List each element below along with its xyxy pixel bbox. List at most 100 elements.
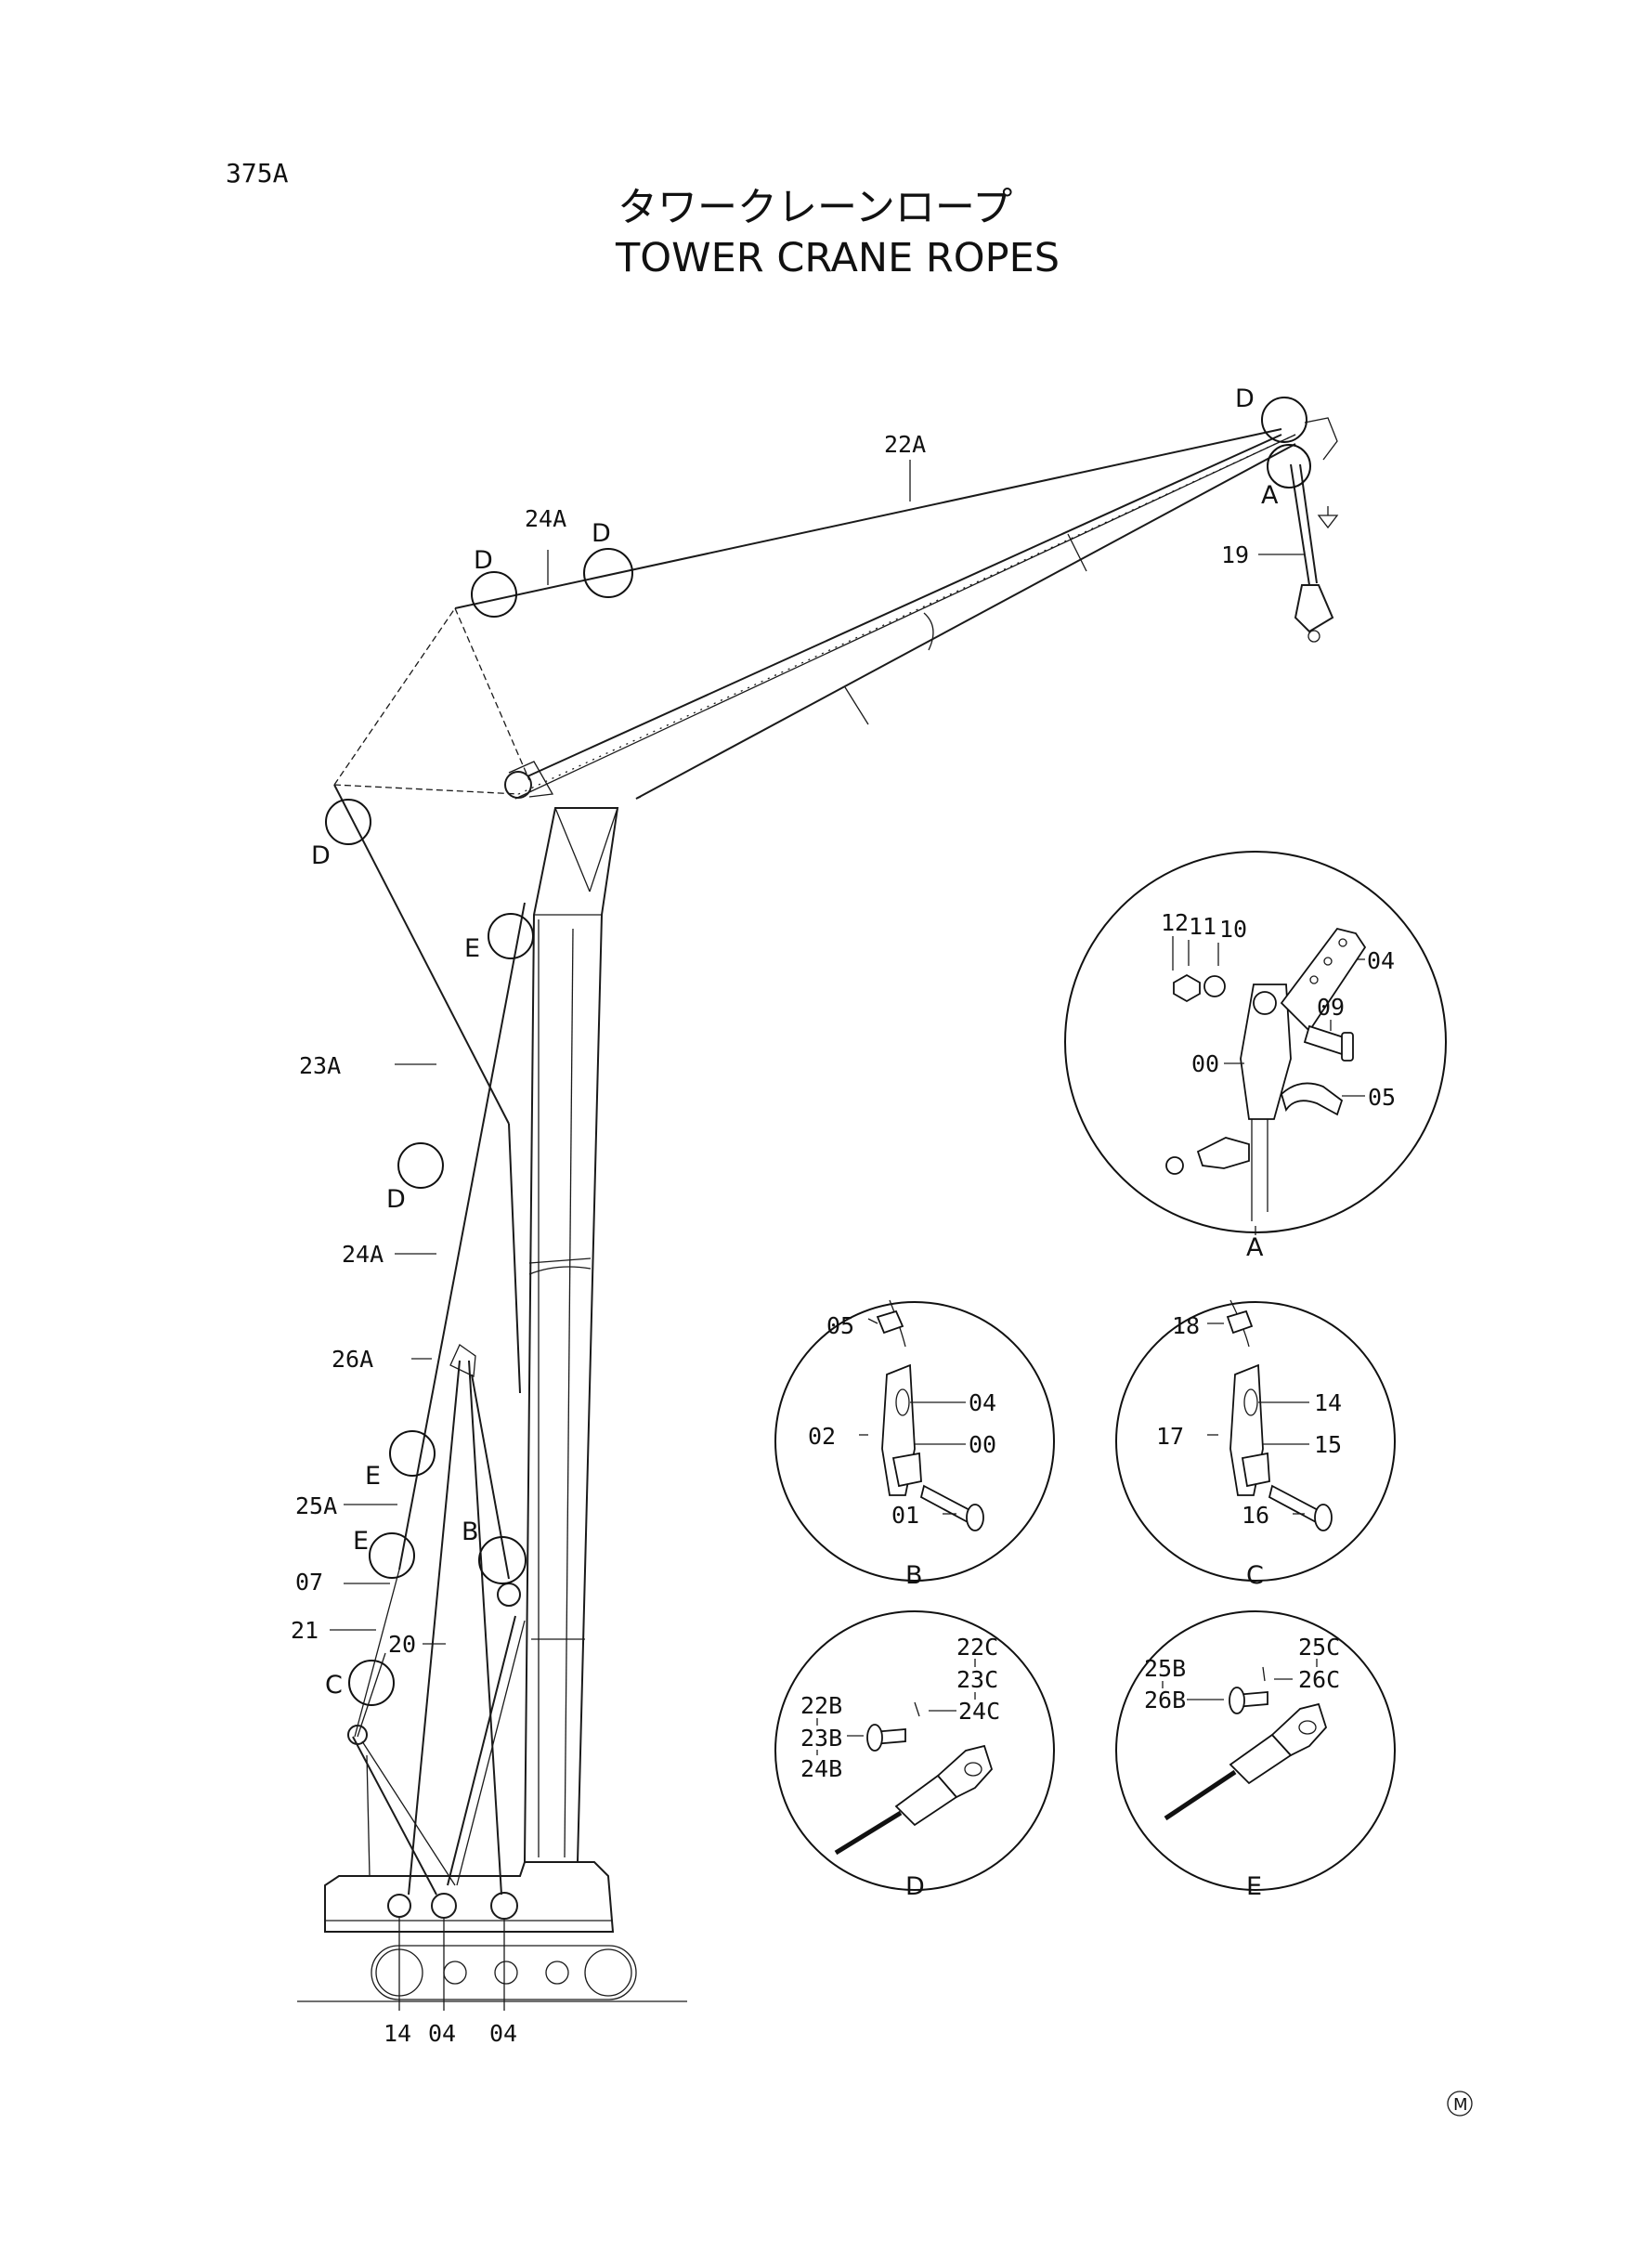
callout-26a: 26A — [332, 1346, 373, 1373]
detail-c-circle — [1115, 1301, 1396, 1582]
marker-d-mast1: D — [474, 546, 493, 575]
callout-19: 19 — [1221, 541, 1249, 568]
detail-d: 22B 23B 24B 22C 23C 24C D — [774, 1610, 1055, 1901]
detail-c-part-17: 17 — [1156, 1423, 1184, 1450]
detail-marker-circles — [325, 397, 1311, 1706]
detail-c-part-16: 16 — [1242, 1502, 1269, 1529]
detail-a-part-09: 09 — [1317, 994, 1345, 1021]
link-plate-04 — [1280, 927, 1367, 1033]
washer-10 — [1203, 975, 1226, 997]
callout-23a: 23A — [299, 1052, 341, 1079]
marker-circle-a-tip — [1267, 444, 1311, 489]
detail-a: 12 11 10 04 09 00 05 A — [1064, 851, 1447, 1262]
detail-a-part-04: 04 — [1367, 947, 1395, 974]
nut-11 — [1173, 973, 1201, 1003]
tower-mast — [524, 807, 619, 1863]
detail-a-part-00: 00 — [1191, 1050, 1219, 1077]
detail-b: 05 04 02 00 01 B — [774, 1299, 1055, 1590]
callout-leaders — [330, 460, 1305, 2011]
marker-letters: D A D D D E D E E B C — [311, 384, 1279, 1700]
drum-04-right — [490, 1892, 518, 1920]
detail-c-part-15: 15 — [1314, 1431, 1342, 1458]
detail-c-part-14: 14 — [1314, 1389, 1342, 1416]
callout-25a: 25A — [295, 1492, 337, 1519]
callout-24a-top: 24A — [525, 505, 566, 532]
marker-a-tip: A — [1261, 481, 1279, 510]
detail-e-part-26b: 26B — [1144, 1687, 1186, 1713]
marker-circle-c — [348, 1660, 395, 1706]
detail-a-part-05: 05 — [1368, 1084, 1396, 1111]
callout-21: 21 — [291, 1617, 319, 1644]
detail-d-part-24c: 24C — [958, 1698, 1000, 1725]
footer-mark: M — [1447, 2091, 1473, 2117]
marker-c: C — [325, 1671, 343, 1700]
callout-24a-mid: 24A — [342, 1241, 384, 1268]
drum-14 — [387, 1894, 411, 1918]
pin-01 — [919, 1484, 975, 1525]
callout-07: 07 — [295, 1569, 323, 1596]
detail-d-part-22b: 22B — [800, 1692, 842, 1719]
rope-26A-25A — [398, 902, 526, 1570]
marker-e-low: E — [353, 1527, 369, 1556]
hook-block — [1290, 463, 1339, 643]
rope-22A-24A — [454, 428, 1282, 609]
marker-b: B — [462, 1518, 479, 1546]
marker-d-left: D — [311, 841, 331, 870]
footer-mark-letter: M — [1453, 2095, 1468, 2115]
detail-d-part-24b: 24B — [800, 1755, 842, 1782]
detail-b-part-04: 04 — [969, 1389, 996, 1416]
mast-struts — [333, 607, 530, 795]
jib — [527, 417, 1338, 800]
detail-e-part-26c: 26C — [1298, 1666, 1340, 1693]
page-code: 375A — [226, 158, 289, 189]
detail-e-circle — [1115, 1610, 1396, 1891]
upper-body — [324, 1861, 615, 1933]
detail-e-part-25b: 25B — [1144, 1655, 1186, 1682]
detail-b-part-01: 01 — [891, 1502, 919, 1529]
socket-00 — [1240, 984, 1292, 1120]
marker-e-up: E — [464, 934, 480, 963]
callout-20: 20 — [388, 1631, 416, 1658]
backstop-frame — [347, 1344, 526, 1896]
detail-a-label: A — [1246, 1233, 1264, 1262]
marker-circle-d-mast2 — [583, 548, 633, 598]
detail-e: 25B 26B 25C 26C E — [1115, 1610, 1396, 1901]
marker-circle-e-low — [369, 1532, 415, 1579]
crane-drawing: 22A 24A 23A 24A 26A 25A 07 21 20 19 D A … — [291, 384, 1339, 2047]
pin-16 — [1268, 1484, 1323, 1525]
detail-e-part-25c: 25C — [1298, 1634, 1340, 1661]
base-label-14: 14 — [384, 2020, 411, 2047]
marker-d-mast2: D — [592, 519, 611, 548]
clip-05 — [876, 1309, 904, 1335]
base-label-04a: 04 — [428, 2020, 456, 2047]
marker-e-mid: E — [365, 1462, 381, 1491]
callout-22a: 22A — [884, 431, 926, 458]
detail-a-part-12: 12 — [1161, 909, 1189, 936]
marker-circle-b — [478, 1536, 527, 1584]
rope-23A — [333, 784, 510, 1125]
marker-circle-d-mast1 — [471, 571, 517, 618]
detail-d-circle — [774, 1610, 1055, 1891]
detail-a-part-10: 10 — [1219, 916, 1247, 943]
pin-09 — [1303, 1024, 1348, 1056]
title-japanese: タワークレーンロープ — [618, 185, 1012, 231]
marker-circle-d-mid — [397, 1142, 444, 1189]
detail-a-part-11: 11 — [1189, 913, 1216, 940]
detail-d-part-23b: 23B — [800, 1725, 842, 1752]
detail-c-label: C — [1246, 1561, 1264, 1590]
marker-circle-e-up — [488, 913, 534, 959]
detail-b-part-05: 05 — [826, 1312, 854, 1339]
rope-24A-lower — [508, 1123, 521, 1394]
detail-b-label: B — [905, 1561, 923, 1590]
detail-b-circle — [774, 1301, 1055, 1582]
base-labels: 14 04 04 — [384, 2020, 517, 2047]
marker-circle-d-left — [325, 799, 371, 845]
clip-18 — [1226, 1309, 1254, 1335]
drum-04-left — [431, 1893, 457, 1919]
detail-d-part-23c: 23C — [956, 1666, 998, 1693]
marker-d-tip: D — [1235, 384, 1255, 413]
detail-b-part-00: 00 — [969, 1431, 996, 1458]
u-bolt-05 — [1280, 1082, 1344, 1116]
detail-d-label: D — [905, 1872, 925, 1901]
